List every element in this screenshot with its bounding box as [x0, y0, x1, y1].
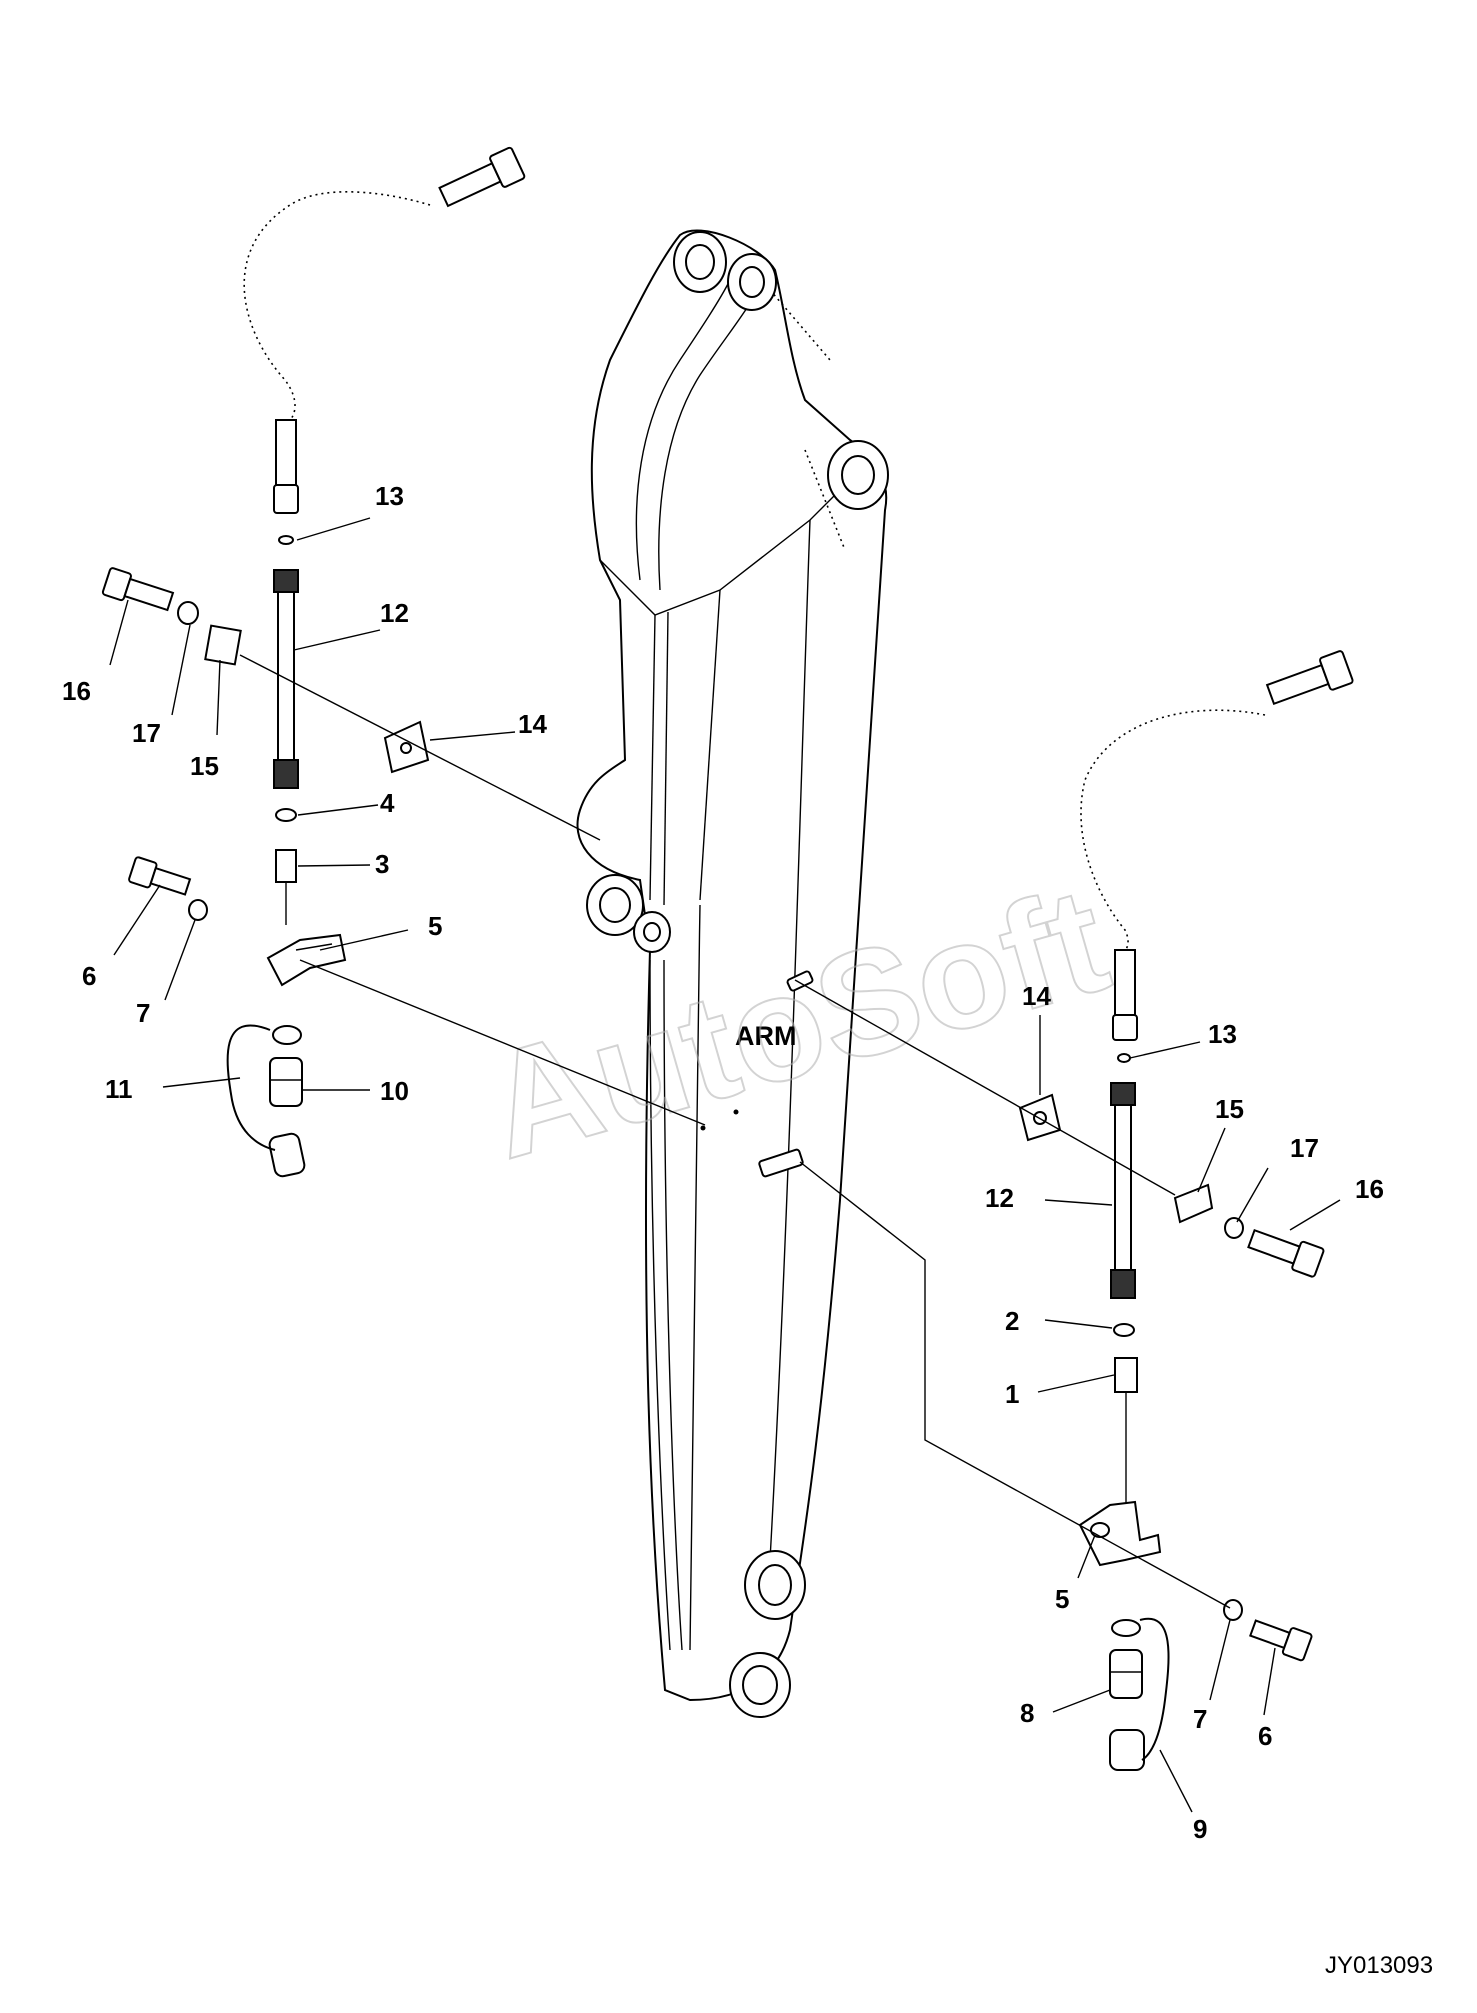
watermark: AutoSoft [469, 854, 1124, 1190]
drawing-code: JY013093 [1325, 1952, 1433, 1979]
callout-right-7: 7 [1193, 1704, 1207, 1734]
callout-left-15: 15 [190, 751, 219, 781]
callout-right-12: 12 [985, 1183, 1014, 1213]
callout-left-6: 6 [82, 961, 96, 991]
callout-right-14: 14 [1022, 981, 1051, 1011]
callout-right-8: 8 [1020, 1698, 1034, 1728]
callout-left-7: 7 [136, 998, 150, 1028]
left-hose-assembly [101, 146, 706, 1178]
callout-left-17: 17 [132, 718, 161, 748]
callout-right-9: 9 [1193, 1814, 1207, 1844]
callout-right-1: 1 [1005, 1379, 1019, 1409]
callout-right-16: 16 [1355, 1174, 1384, 1204]
callout-right-15: 15 [1215, 1094, 1244, 1124]
arm-label: ARM [735, 1021, 797, 1051]
callout-right-6: 6 [1258, 1721, 1272, 1751]
arm-body [576, 229, 889, 1718]
callout-left-16: 16 [62, 676, 91, 706]
left-top-bolt [438, 146, 526, 208]
callout-right-2: 2 [1005, 1306, 1019, 1336]
callout-left-11: 11 [105, 1074, 133, 1104]
callout-right-13: 13 [1208, 1019, 1237, 1049]
callout-right-17: 17 [1290, 1133, 1319, 1163]
callout-left-3: 3 [375, 849, 389, 879]
right-hose-assembly [794, 650, 1354, 1813]
callout-left-5: 5 [428, 911, 442, 941]
callout-right-5: 5 [1055, 1584, 1069, 1614]
callout-left-12: 12 [380, 598, 409, 628]
callout-left-10: 10 [380, 1076, 409, 1106]
callout-left-13: 13 [375, 481, 404, 511]
callout-left-4: 4 [380, 788, 395, 818]
callout-left-14: 14 [518, 709, 547, 739]
callout-labels: 13 12 16 17 15 14 4 3 5 6 7 11 10 14 13 … [62, 481, 1384, 1844]
